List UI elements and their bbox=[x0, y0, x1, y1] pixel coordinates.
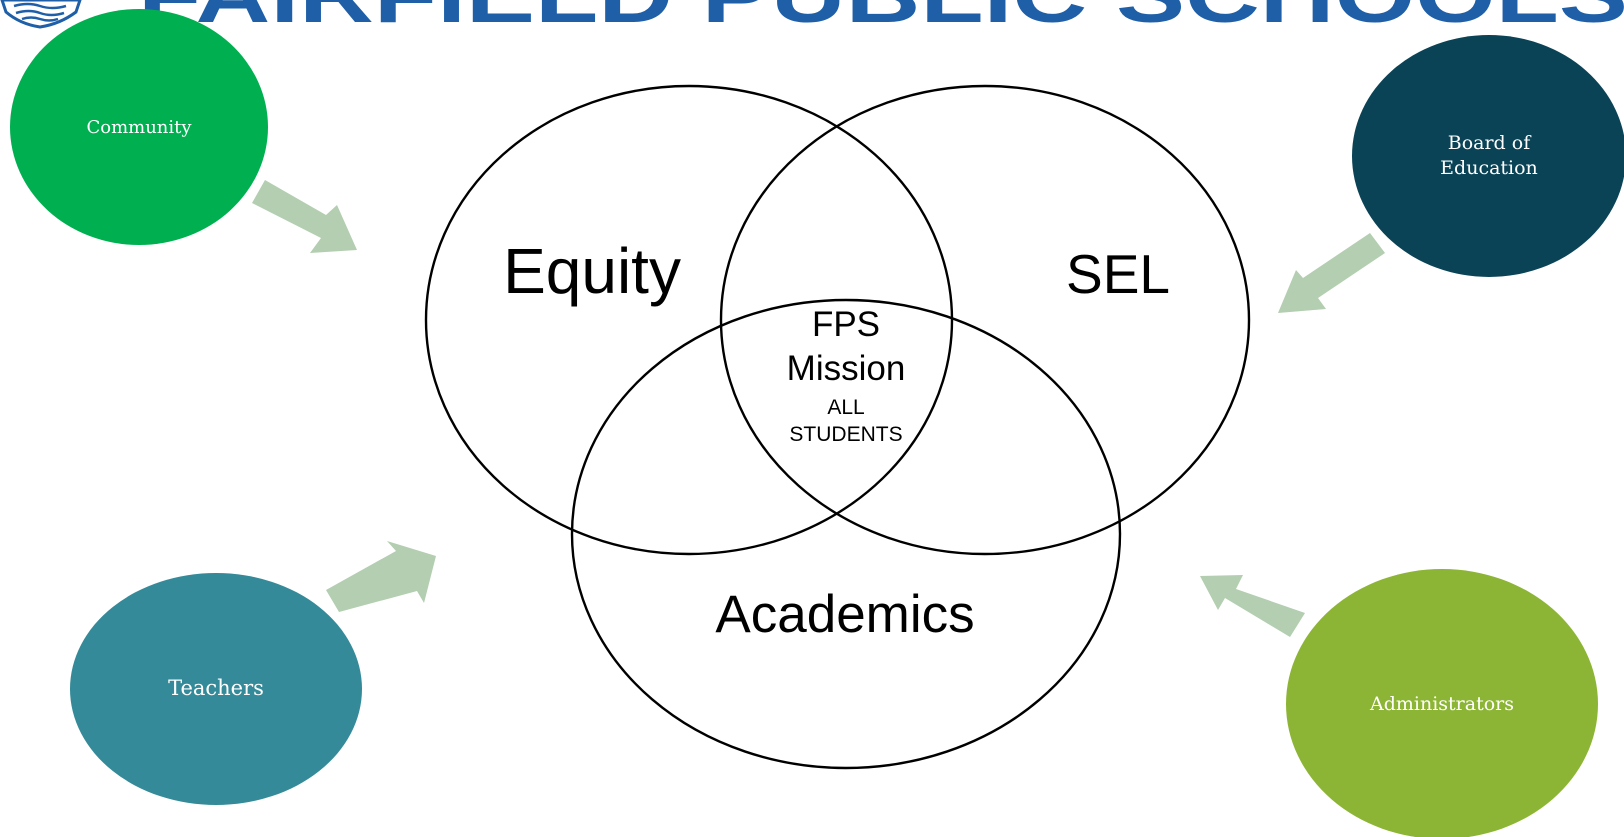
stakeholder-community: Community bbox=[10, 9, 268, 245]
center-title-line2: Mission bbox=[787, 349, 906, 388]
board-bubble bbox=[1352, 35, 1624, 277]
arrow-administrators bbox=[1200, 575, 1305, 637]
center-sub-line2: STUDENTS bbox=[789, 423, 902, 446]
header-banner: FAIRFIELD PUBLIC SCHOOLS bbox=[0, 0, 1624, 39]
center-title-line1: FPS bbox=[812, 305, 880, 344]
district-logo bbox=[0, 0, 82, 29]
arrows bbox=[252, 180, 1385, 637]
board-label-line2: Education bbox=[1440, 157, 1538, 179]
teachers-bubble bbox=[70, 573, 362, 805]
sel-label: SEL bbox=[1066, 243, 1170, 305]
teachers-label: Teachers bbox=[168, 676, 264, 700]
administrators-bubble bbox=[1286, 569, 1598, 837]
stakeholder-administrators: Administrators bbox=[1286, 569, 1598, 837]
stakeholder-board-of-education: Board of Education bbox=[1352, 35, 1624, 277]
community-bubble bbox=[10, 9, 268, 245]
board-label-line1: Board of bbox=[1448, 132, 1532, 154]
sel-circle bbox=[719, 84, 1251, 556]
center-sub-line1: ALL bbox=[827, 396, 864, 419]
equity-label: Equity bbox=[503, 235, 681, 307]
community-label: Community bbox=[86, 117, 192, 138]
administrators-label: Administrators bbox=[1369, 693, 1514, 715]
arrow-teachers bbox=[326, 541, 436, 612]
stakeholder-teachers: Teachers bbox=[70, 573, 362, 805]
arrow-community bbox=[252, 180, 357, 253]
arrow-board bbox=[1278, 233, 1385, 313]
venn-circles bbox=[424, 84, 1251, 770]
academics-label: Academics bbox=[715, 585, 974, 644]
equity-circle bbox=[424, 84, 954, 556]
academics-circle bbox=[570, 298, 1122, 770]
district-name: FAIRFIELD PUBLIC SCHOOLS bbox=[138, 0, 1624, 39]
